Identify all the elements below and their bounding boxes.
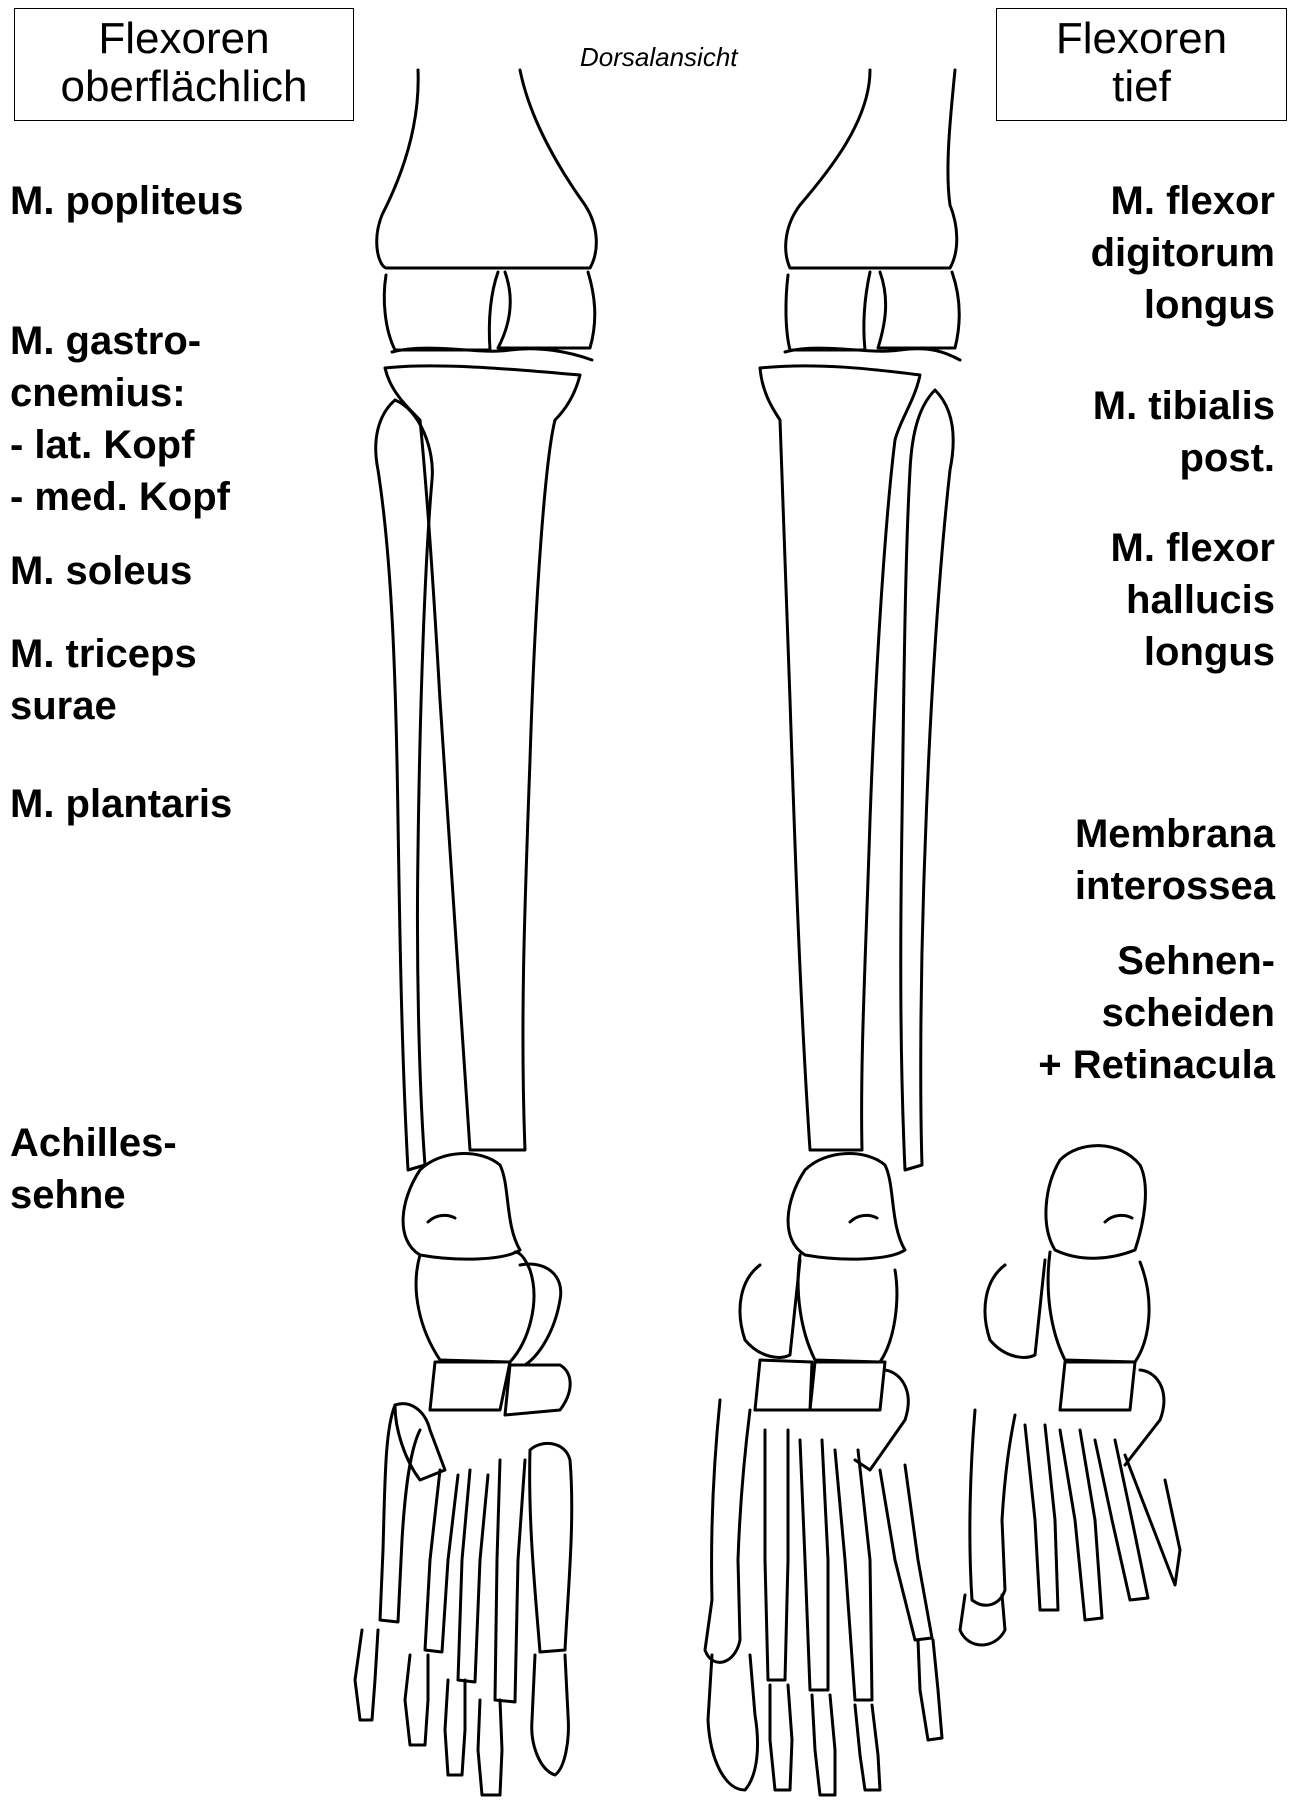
right-leg-bones	[705, 70, 960, 1795]
left-talus	[403, 1154, 520, 1260]
right-tibia	[760, 366, 920, 1150]
right-talus	[788, 1154, 905, 1260]
left-tibia	[385, 366, 580, 1150]
left-femur	[377, 70, 597, 268]
left-calcaneus	[416, 1252, 534, 1362]
left-leg-bones	[355, 70, 596, 1795]
right-fibula	[901, 390, 953, 1170]
medial-foot-bones	[960, 1146, 1180, 1645]
third-foot-talus	[1046, 1146, 1146, 1259]
left-fibula	[376, 400, 433, 1170]
right-femur	[786, 70, 957, 268]
